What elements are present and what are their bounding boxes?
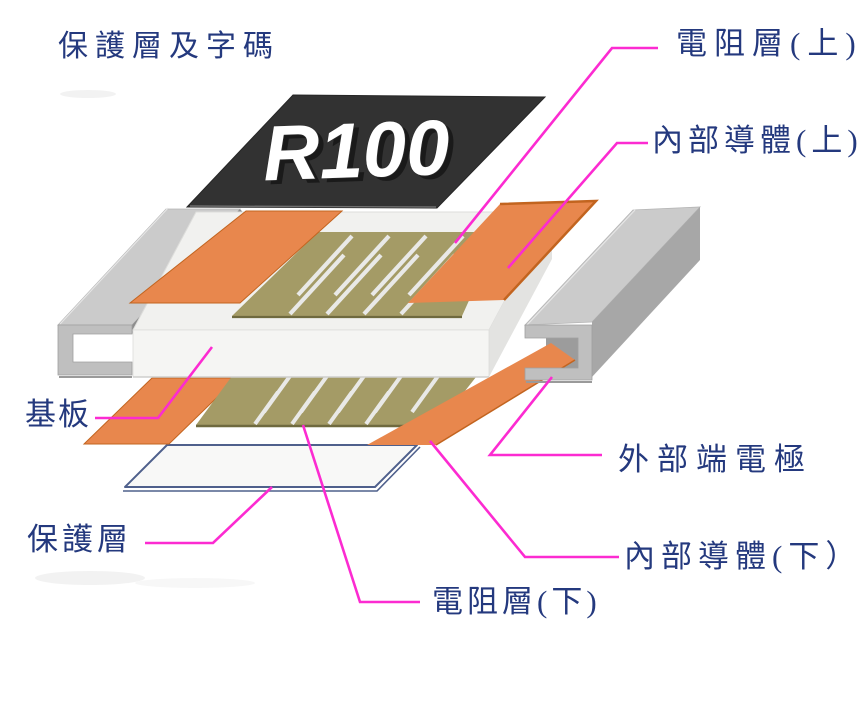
right-electrode-front-face (524, 324, 593, 381)
cover-bottom-edge (189, 205, 437, 208)
bottom-serpentine-pattern (253, 374, 440, 426)
bottom-inner-conductor-left (82, 377, 239, 445)
electrode-highlight-edge (526, 209, 636, 326)
label-substrate: 基板 (25, 397, 91, 432)
bottom-inner-conductor-right (367, 343, 575, 445)
bottom-layers (82, 343, 576, 446)
left-electrode-front-face (57, 324, 133, 376)
label-cover-marking: 保護層及字碼 (58, 30, 280, 63)
top-inner-conductor-right (408, 201, 596, 303)
protective-sheet-face (124, 444, 418, 488)
right-terminal-electrode-front (524, 324, 593, 383)
marking-text: R100 (262, 103, 451, 197)
smudge (35, 571, 145, 585)
top-inner-conductor-left (128, 210, 344, 304)
leader-resistor-bottom (301, 424, 420, 604)
label-inner-conductor-bottom: 內部導體(下） (624, 539, 863, 574)
leader-protective-layer (145, 486, 273, 545)
leader-external-electrode (487, 376, 602, 457)
substrate-front-face (132, 329, 490, 378)
leader-substrate (95, 346, 214, 420)
top-layers (128, 199, 599, 319)
cover-plate (185, 94, 547, 209)
right-electrode-side-face (592, 207, 700, 377)
leader-inner-conductor-top (507, 141, 648, 269)
protective-sheet-thickness-edge (123, 446, 421, 492)
label-protective-layer: 保護層 (27, 522, 132, 557)
leader-inner-conductor-bottom (428, 440, 619, 559)
smudge (60, 90, 116, 98)
leader-resistor-top (453, 46, 658, 244)
bottom-protective-sheet (123, 444, 421, 492)
label-inner-conductor-top: 內部導體(上) (652, 123, 863, 158)
bottom-resistor-layer (196, 372, 480, 425)
label-resistor-top: 電阻層(上) (676, 26, 863, 61)
smudge (135, 578, 255, 588)
top-conductor-thickness-edge (499, 199, 599, 301)
marking-cover: R100 R100 (185, 94, 547, 209)
label-external-electrode: 外部端電極 (618, 442, 813, 477)
label-resistor-bottom: 電阻層(下) (432, 584, 601, 619)
marking-text-shadow: R100 (267, 107, 456, 201)
left-terminal-electrode-front (57, 324, 133, 378)
electrode-highlight-edge (59, 207, 169, 325)
leader-lines (95, 46, 658, 604)
